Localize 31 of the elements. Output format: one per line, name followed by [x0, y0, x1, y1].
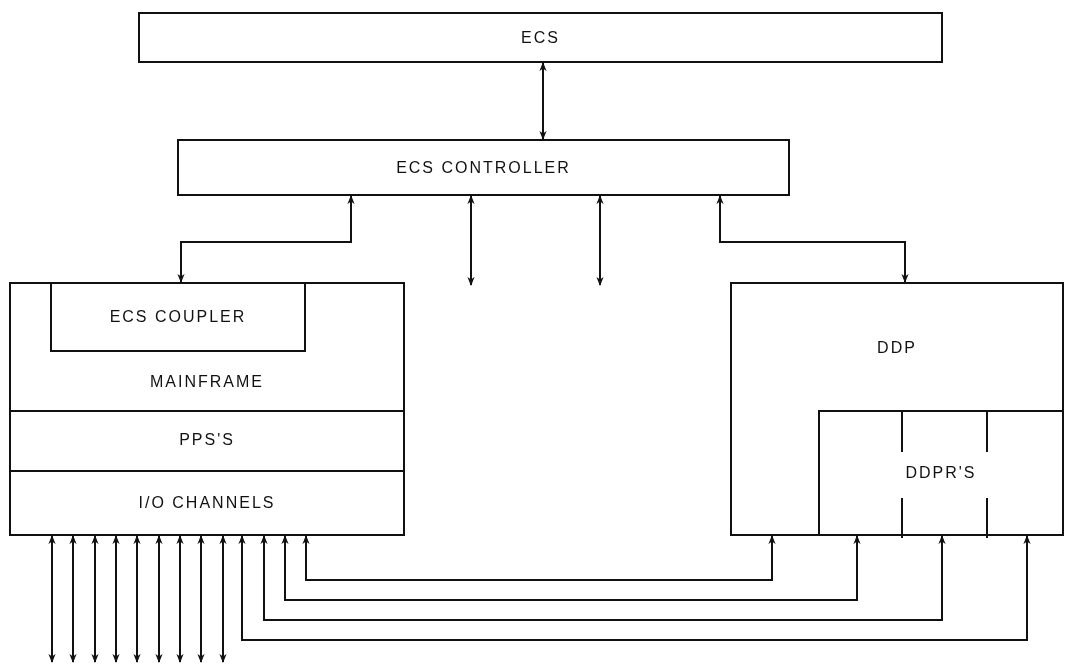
arrow [260, 535, 946, 621]
arrow [177, 195, 355, 283]
arrow [302, 535, 776, 581]
arrow [176, 535, 184, 663]
box-label: I/O CHANNELS [138, 494, 276, 512]
arrow [133, 535, 141, 663]
box-label: DDP [877, 339, 917, 357]
arrow [281, 535, 861, 601]
arrow [197, 535, 205, 663]
arrow [596, 195, 604, 286]
box-label: ECS [521, 28, 560, 47]
controller-box [177, 139, 790, 196]
arrow [467, 195, 475, 286]
coupler-box [50, 284, 306, 352]
arrow [155, 535, 163, 663]
arrow [112, 535, 120, 663]
box-label: ECS COUPLER [109, 308, 247, 326]
arrow [48, 535, 56, 663]
mainframe-box [9, 282, 405, 536]
arrow [539, 62, 547, 140]
processor-box [730, 282, 1064, 536]
box-label: PPS'S [179, 431, 235, 449]
arrow [238, 535, 1031, 641]
arrow [91, 535, 99, 663]
box-label: DDPR'S [905, 464, 977, 482]
memory-box [138, 12, 943, 63]
box-label: MAINFRAME [150, 373, 264, 391]
box-label: ECS CONTROLLER [396, 158, 571, 177]
arrow [219, 535, 227, 663]
arrow [716, 195, 909, 283]
arrow [69, 535, 77, 663]
